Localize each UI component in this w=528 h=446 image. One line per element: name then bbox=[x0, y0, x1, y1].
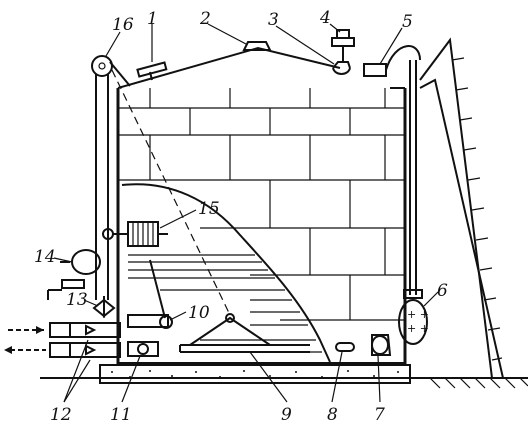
callout-6: 6 bbox=[437, 281, 448, 301]
hoist-cable bbox=[111, 69, 231, 316]
outflow-arrow bbox=[4, 346, 46, 354]
callout-11: 11 bbox=[110, 405, 132, 425]
level-indicator: + + + + bbox=[398, 60, 429, 345]
heater bbox=[179, 313, 310, 353]
siphon-valve bbox=[92, 296, 116, 319]
sampler-window bbox=[335, 342, 355, 352]
pulley bbox=[91, 55, 131, 300]
callout-8: 8 bbox=[327, 405, 338, 425]
inflow-arrow bbox=[8, 326, 44, 334]
ladder bbox=[419, 37, 504, 379]
ground-line bbox=[40, 377, 528, 389]
roof-hatch bbox=[136, 61, 168, 81]
svg-text:+ +: + + bbox=[407, 308, 429, 321]
swing-pipe bbox=[127, 259, 173, 357]
leader-lines bbox=[53, 23, 439, 403]
callout-12: 12 bbox=[50, 405, 72, 425]
callout-3: 3 bbox=[268, 10, 279, 30]
callout-15: 15 bbox=[198, 199, 220, 219]
callout-2: 2 bbox=[199, 9, 211, 29]
callout-1: 1 bbox=[147, 9, 158, 29]
fire-arrester bbox=[331, 29, 355, 62]
tank-body bbox=[116, 88, 407, 365]
callout-13: 13 bbox=[66, 290, 88, 310]
callout-5: 5 bbox=[402, 12, 413, 32]
callout-7: 7 bbox=[374, 405, 385, 425]
callout-labels: 1 2 3 4 5 6 7 8 9 10 11 12 13 14 15 16 bbox=[34, 8, 448, 425]
gauge-hatch bbox=[363, 45, 421, 77]
callout-10: 10 bbox=[188, 303, 210, 323]
manhole bbox=[371, 334, 392, 356]
callout-9: 9 bbox=[281, 405, 292, 425]
winch-drum bbox=[102, 221, 168, 247]
callout-14: 14 bbox=[34, 247, 56, 267]
breathing-valve bbox=[332, 61, 351, 75]
callout-4: 4 bbox=[319, 8, 331, 28]
callout-16: 16 bbox=[112, 15, 134, 35]
roof bbox=[117, 46, 405, 89]
foundation bbox=[99, 364, 411, 384]
light-hatch bbox=[242, 41, 272, 51]
inlet-pipes bbox=[49, 322, 121, 358]
svg-text:+ +: + + bbox=[407, 322, 429, 335]
